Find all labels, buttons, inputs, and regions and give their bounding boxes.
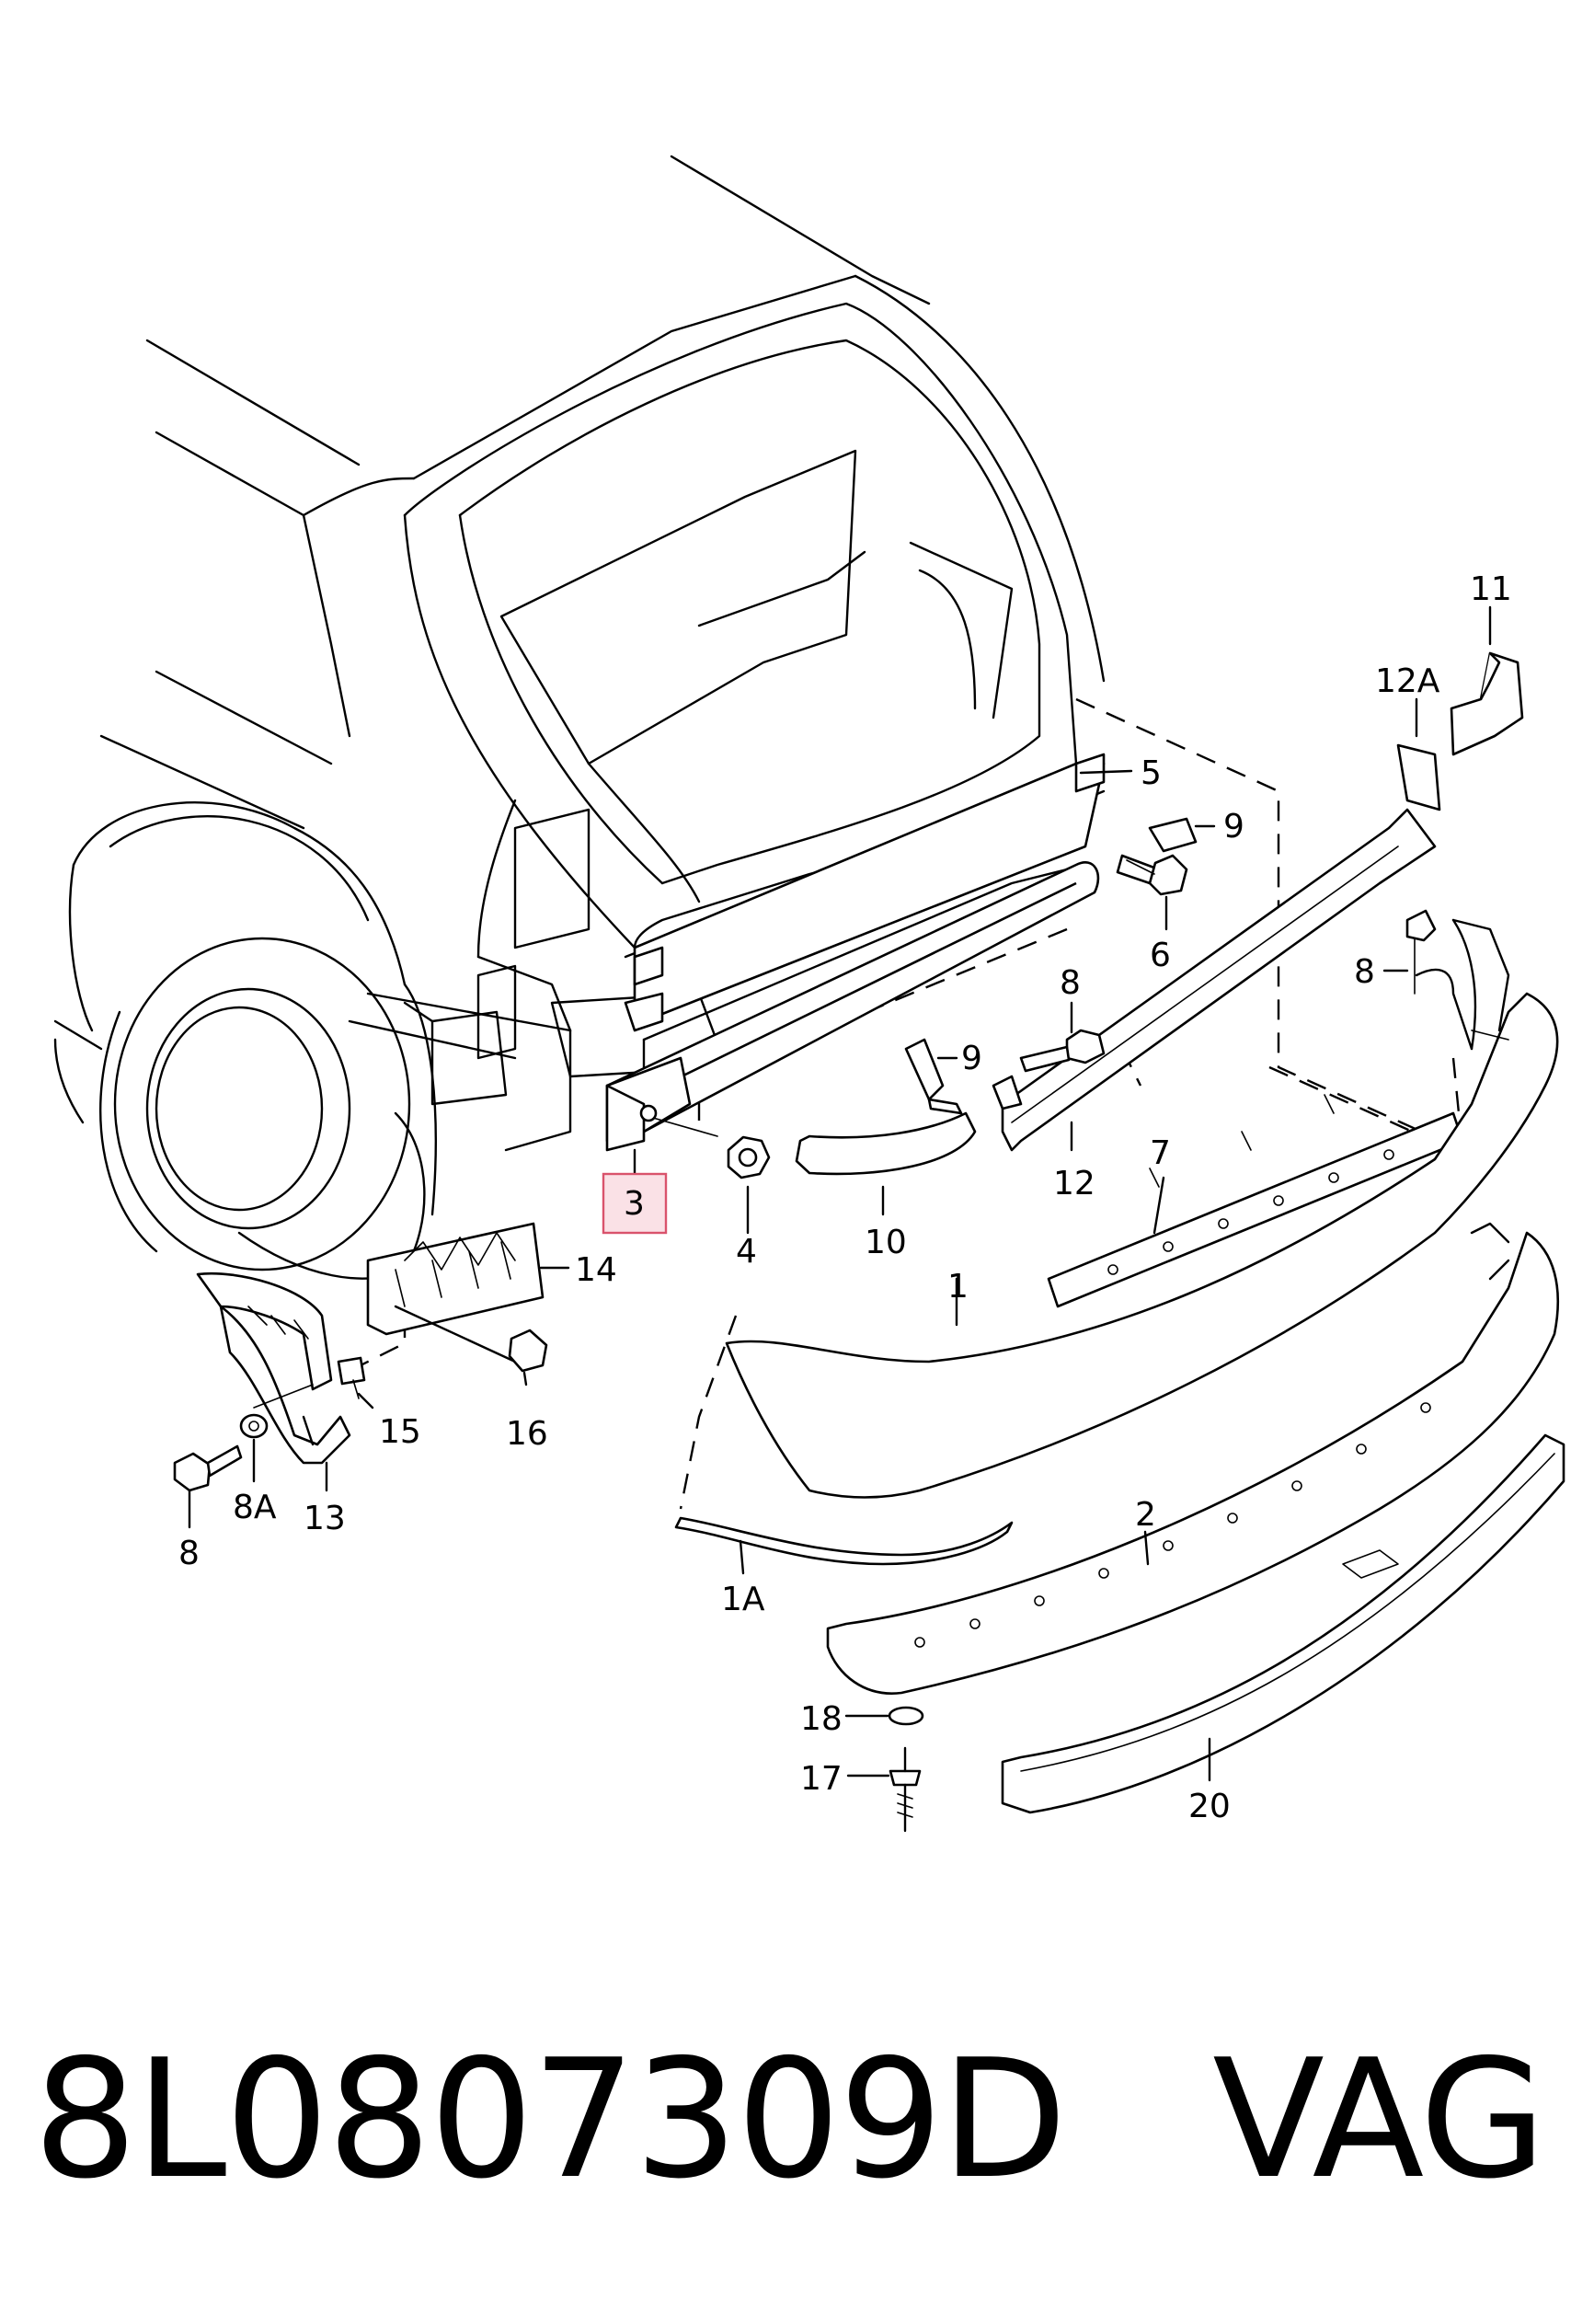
part-14-guide-block xyxy=(366,1222,545,1363)
part-1a-strip xyxy=(674,1516,1014,1566)
part-9-clip-upper xyxy=(1148,817,1198,853)
part-6-bolt xyxy=(1116,854,1188,896)
part-5-bracket xyxy=(624,753,1106,1032)
part-1-bumper-cover xyxy=(725,918,1559,1499)
callout-1: 1 xyxy=(947,1268,969,1306)
part-2-spoiler xyxy=(826,1222,1560,1695)
callout-6: 6 xyxy=(1150,937,1171,974)
part-16-bolt xyxy=(508,1329,548,1373)
callout-15: 15 xyxy=(379,1413,421,1451)
callout-20: 20 xyxy=(1188,1788,1231,1825)
highlight-box-part-3 xyxy=(602,1172,668,1235)
callout-8-left: 8 xyxy=(178,1535,200,1572)
callout-labels: 11 12A 5 9 6 8 8 9 7 12 10 3 4 14 1 15 1… xyxy=(178,570,1512,1825)
part-8a-washer xyxy=(239,1384,314,1439)
part-13-bracket xyxy=(196,1271,351,1465)
part-number: 8L0807309D xyxy=(33,2024,1067,2215)
callout-10: 10 xyxy=(865,1224,907,1261)
callout-12a: 12A xyxy=(1375,662,1440,700)
callout-2: 2 xyxy=(1135,1496,1156,1534)
callout-7: 7 xyxy=(1150,1134,1171,1172)
part-18-washer xyxy=(888,1706,924,1726)
callout-3: 3 xyxy=(624,1185,645,1223)
part-8-bolt-right xyxy=(1405,909,1437,995)
leader-lines xyxy=(188,605,1492,1782)
callout-1a: 1A xyxy=(721,1581,765,1618)
callout-8-right: 8 xyxy=(1354,953,1375,991)
footer-caption: 8L0807309D VAG xyxy=(33,2024,1546,2254)
part-4-nut xyxy=(727,1135,771,1179)
callout-13: 13 xyxy=(304,1500,346,1537)
part-12a-bracket xyxy=(1396,743,1441,811)
part-20-lower-trim xyxy=(1001,1433,1565,1814)
part-9-clip-lower xyxy=(904,1038,963,1115)
part-10-guide xyxy=(795,1111,977,1176)
part-8-bolt-middle xyxy=(1019,1029,1106,1073)
part-17-rivet xyxy=(889,1746,922,1833)
callout-4: 4 xyxy=(736,1233,757,1271)
callout-8-middle: 8 xyxy=(1060,964,1081,1002)
callout-18: 18 xyxy=(800,1700,843,1738)
part-15-clip xyxy=(337,1356,366,1399)
callout-12: 12 xyxy=(1053,1165,1095,1202)
part-11-trim xyxy=(1450,651,1524,756)
callout-14: 14 xyxy=(575,1251,617,1289)
callout-17: 17 xyxy=(800,1760,843,1798)
brand-name: VAG xyxy=(1212,2024,1546,2215)
callout-9-upper: 9 xyxy=(1223,808,1244,846)
part-12-bracket xyxy=(992,808,1437,1152)
callout-9-lower: 9 xyxy=(961,1040,982,1077)
callout-5: 5 xyxy=(1141,754,1162,792)
callout-8a: 8A xyxy=(233,1489,277,1526)
part-3-impact-bar xyxy=(605,861,1100,1152)
callout-11: 11 xyxy=(1470,570,1512,608)
part-8-bolt-left xyxy=(173,1444,243,1492)
callout-16: 16 xyxy=(506,1415,548,1453)
